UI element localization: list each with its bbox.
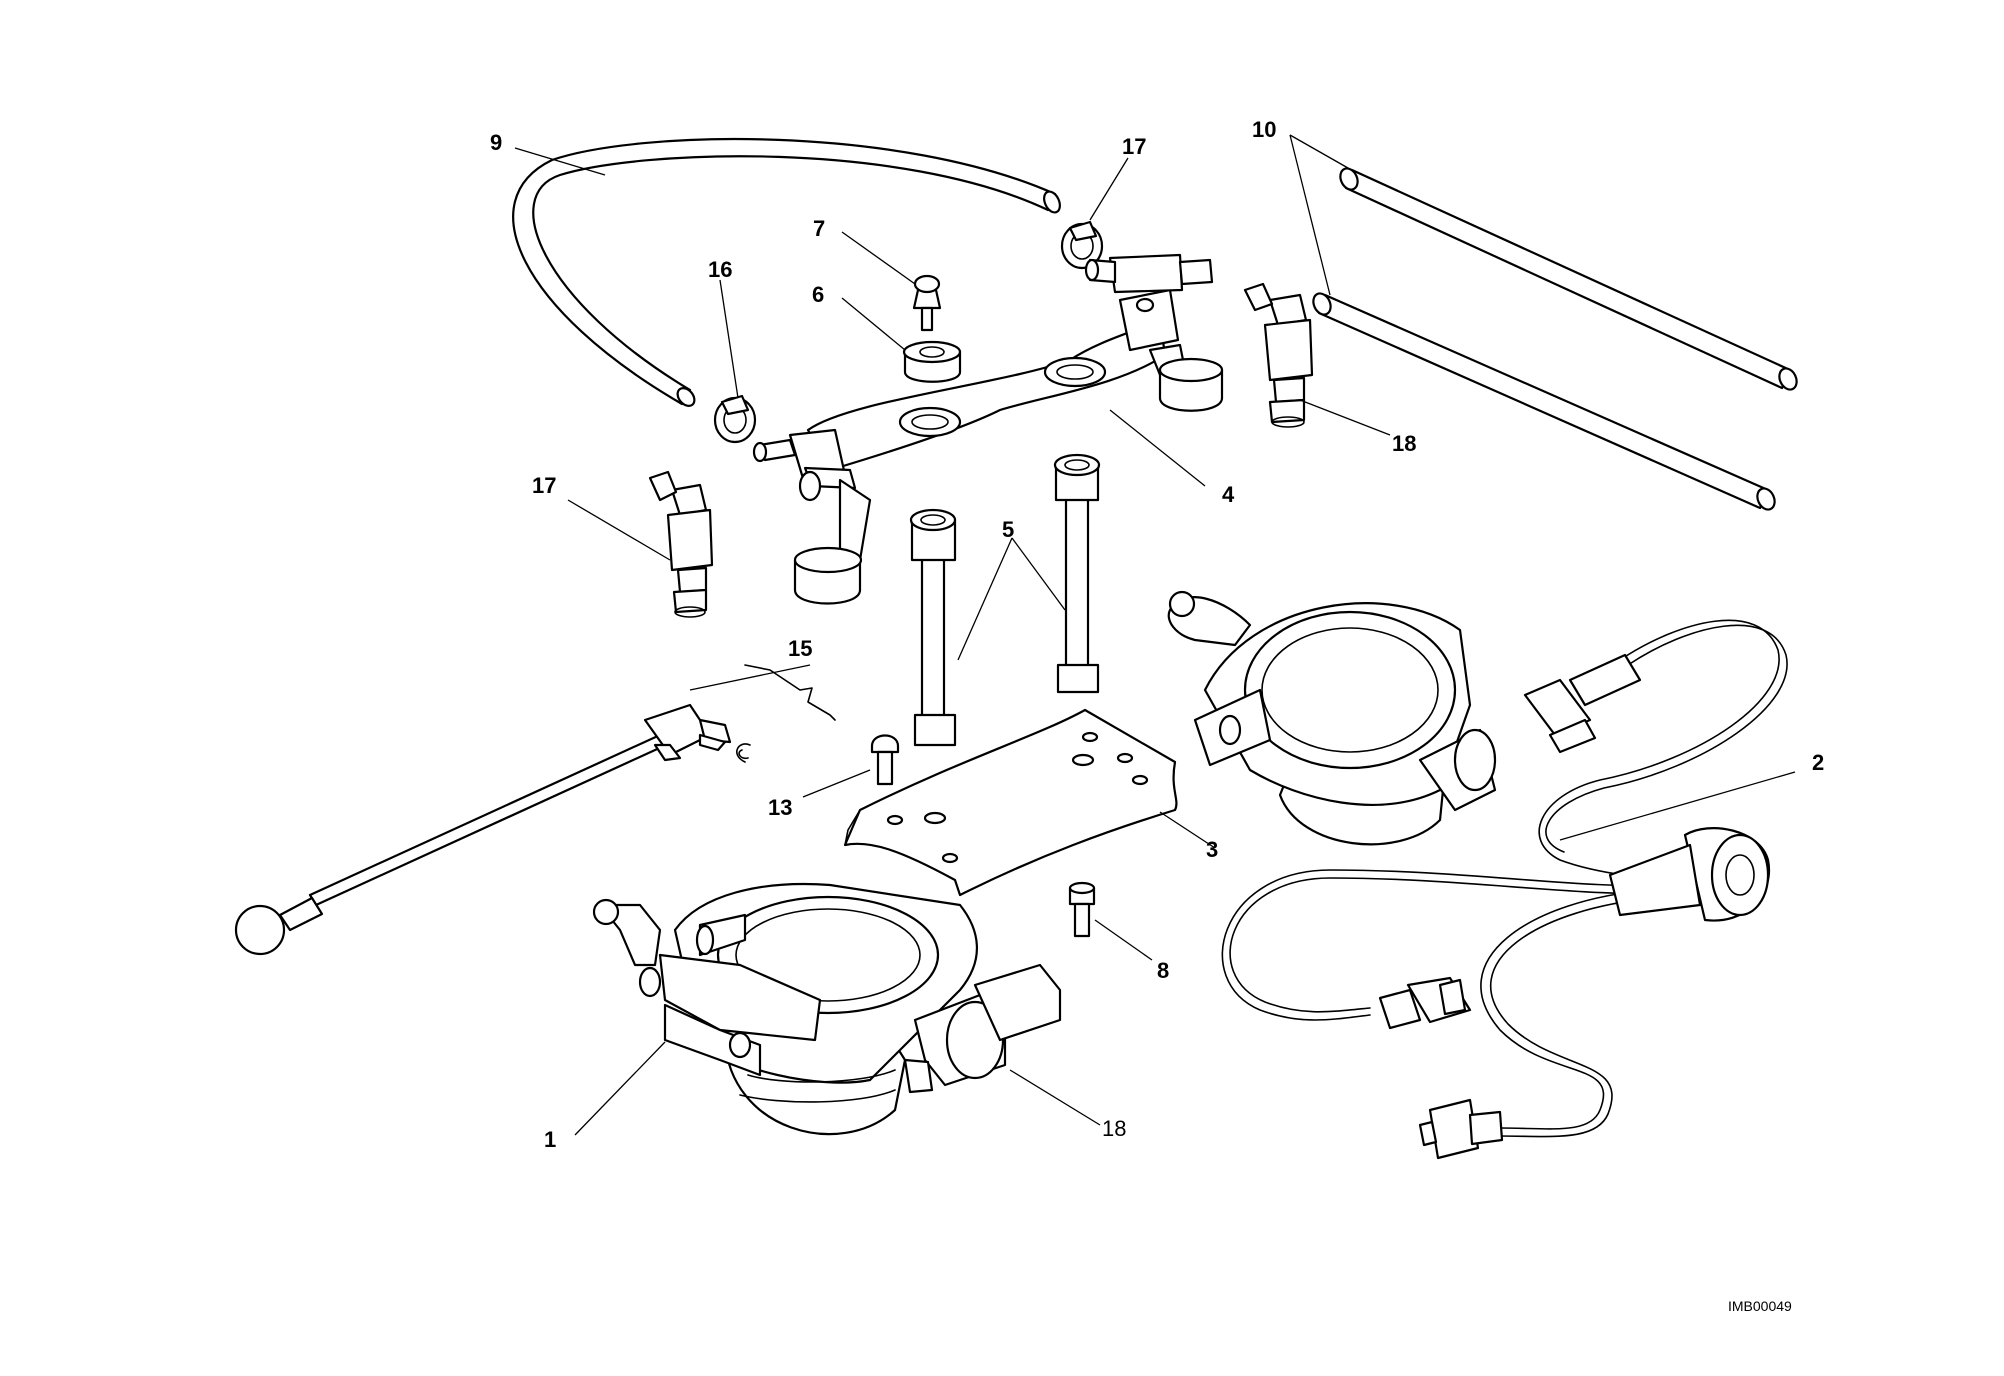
callout-2: 2 [1812,750,1824,775]
part-2-wiring-harness [1221,619,1788,1160]
part-7-screw [912,274,942,332]
callout-13: 13 [768,795,792,820]
part-9-fuel-hose [512,137,1061,407]
part-1-throttle-body [592,882,1062,1136]
part-15-linkage-rod [234,703,751,956]
part-17-injector [648,470,714,618]
part-15-bracket [744,664,836,721]
callout-15: 15 [788,636,812,661]
callout-16: 17 [1122,134,1146,159]
part-13-screw [870,734,900,786]
callout-8: 8 [1157,958,1169,983]
leader-lines [514,134,1796,1136]
part-8-screw [1068,881,1096,938]
callout-4: 4 [1222,482,1235,507]
diagram-reference-code: IMB00049 [1728,1298,1792,1314]
part-16-clamp [713,394,757,444]
callout-16: 16 [708,257,732,282]
callout-17: 18 [1392,431,1416,456]
part-1-throttle-body-rear [1167,590,1497,846]
part-5-spacer-tube [1053,453,1101,694]
callout-labels: 9 17 10 7 16 6 18 17 4 5 15 2 13 3 8 18 … [490,117,1824,1314]
part-17-injector [1243,282,1314,428]
part-6-grommet [902,340,962,383]
part-4-fuel-rail [752,253,1224,605]
callout-18: 18 [1102,1116,1126,1141]
part-5-spacer-tube [909,508,957,747]
callout-1: 1 [544,1127,556,1152]
part-16-clamp [1060,220,1104,270]
callout-3: 3 [1206,837,1218,862]
callout-5: 5 [1002,517,1014,542]
callout-6: 6 [812,282,824,307]
callout-9: 9 [490,130,502,155]
callout-10: 10 [1252,117,1276,142]
callout-7: 7 [813,216,825,241]
callout-17: 17 [532,473,556,498]
part-10-hoses [1312,167,1798,511]
